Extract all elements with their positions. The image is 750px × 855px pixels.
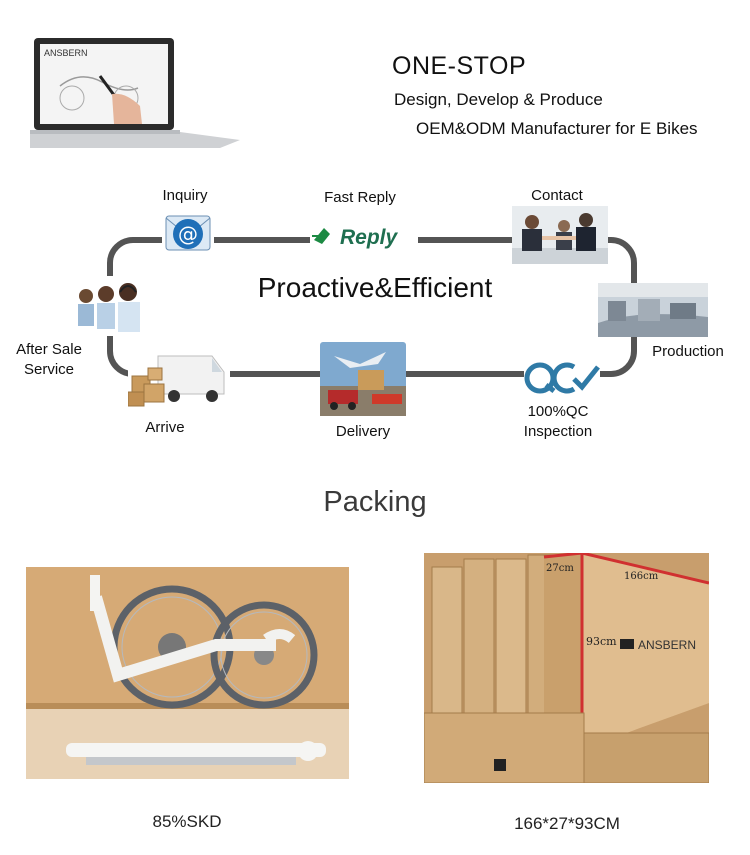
headline-line-1: Design, Develop & Produce: [394, 90, 603, 109]
qc-check-icon: [524, 361, 600, 395]
skd-photo: [26, 567, 349, 779]
skd-caption: 85%SKD: [152, 812, 222, 831]
handshake-icon: [512, 206, 608, 264]
step-service-label: Service: [23, 361, 75, 378]
carton-caption: 166*27*93CM: [514, 814, 620, 833]
laptop-illustration: ANSBERN: [30, 36, 240, 154]
flow-center-text: Proactive&Efficient: [257, 272, 493, 303]
delivery-icon: [320, 342, 406, 416]
step-arrive-label: Arrive: [145, 419, 185, 436]
email-at-icon: @: [162, 208, 214, 260]
step-qc-label: 100%QC: [527, 403, 589, 420]
svg-text:ANSBERN: ANSBERN: [638, 638, 696, 652]
step-production-label: Production: [652, 343, 724, 360]
packing-title: Packing: [323, 486, 427, 518]
step-after-sale-label: After Sale: [16, 341, 82, 358]
laptop-icon: ANSBERN: [30, 38, 240, 148]
step-fast-reply-label: Fast Reply: [324, 189, 396, 206]
step-inquiry-label: Inquiry: [162, 187, 208, 204]
svg-text:ANSBERN: ANSBERN: [44, 48, 88, 58]
call-center-icon: [64, 276, 156, 336]
carton-photo: 27cm 166cm 93cm ANSBERN: [424, 553, 709, 783]
headline-line-2: OEM&ODM Manufacturer for E Bikes: [416, 119, 698, 138]
step-contact-label: Contact: [531, 187, 583, 204]
svg-text:93cm: 93cm: [586, 635, 617, 648]
step-delivery-label: Delivery: [335, 423, 391, 440]
reply-logo-icon: Reply: [310, 220, 418, 252]
van-icon: [127, 348, 230, 408]
svg-text:166cm: 166cm: [624, 571, 659, 582]
factory-icon: [598, 283, 708, 337]
step-inspection-label: Inspection: [523, 423, 593, 440]
svg-text:27cm: 27cm: [546, 563, 574, 574]
svg-text:Reply: Reply: [340, 226, 399, 249]
svg-text:@: @: [178, 222, 198, 246]
headline-title: ONE-STOP: [392, 52, 527, 80]
